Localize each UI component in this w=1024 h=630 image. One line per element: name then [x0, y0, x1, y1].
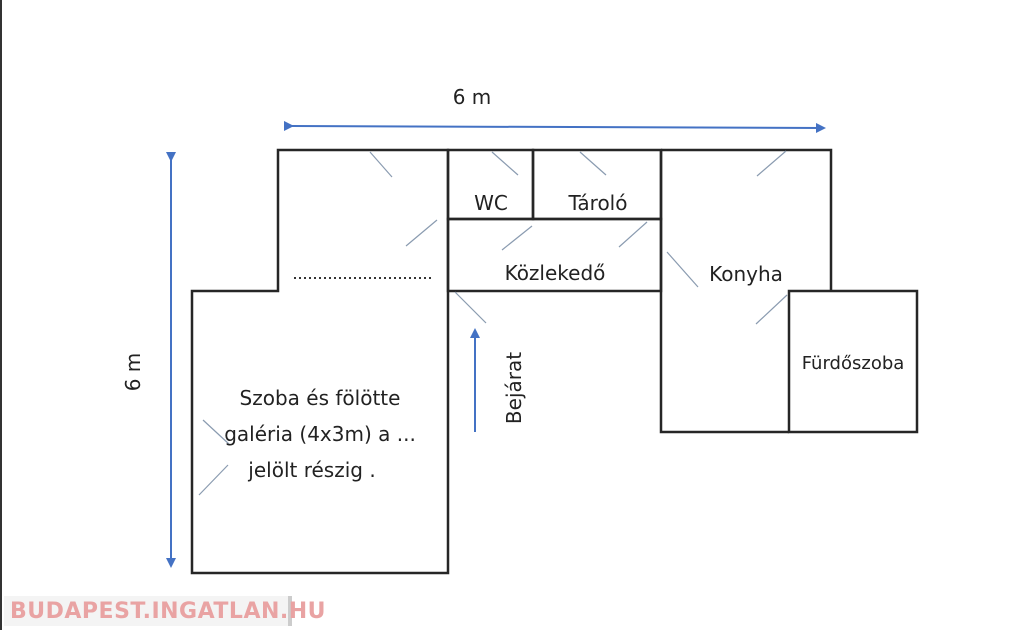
- wc-label: WC: [474, 191, 508, 215]
- corridor-label: Közlekedő: [505, 261, 606, 285]
- room-label-line1: Szoba és fölötte: [240, 386, 401, 410]
- door-mark: [202, 419, 231, 446]
- kitchen-label: Konyha: [709, 262, 783, 286]
- door-mark: [454, 291, 487, 324]
- door-mark: [491, 151, 519, 176]
- left-border: [0, 0, 2, 630]
- width-dimension-arrow: [283, 120, 826, 133]
- door-mark: [666, 251, 699, 288]
- door-mark: [755, 294, 788, 325]
- door-mark: [405, 219, 438, 247]
- door-mark: [579, 151, 607, 176]
- door-mark: [756, 150, 787, 177]
- kitchen-wall: [659, 148, 833, 434]
- room-wall: [190, 148, 450, 575]
- storage-label: Tároló: [568, 191, 628, 215]
- room-label-line3: jelölt részig .: [247, 458, 375, 482]
- watermark: BUDAPEST.INGATLAN.HU: [4, 596, 326, 626]
- width-label: 6 m: [453, 85, 492, 109]
- bathroom-label: Fürdőszoba: [802, 353, 905, 374]
- room-label-line2: galéria (4x3m) a ...: [224, 422, 416, 446]
- bathroom-wall: [787, 289, 919, 434]
- door-mark: [618, 221, 648, 248]
- entrance-label: Bejárat: [502, 352, 526, 424]
- watermark-text: BUDAPEST.INGATLAN.HU: [10, 598, 327, 624]
- door-mark: [501, 225, 533, 251]
- door-mark: [198, 464, 229, 496]
- door-mark: [369, 151, 393, 178]
- height-label: 6 m: [121, 353, 145, 392]
